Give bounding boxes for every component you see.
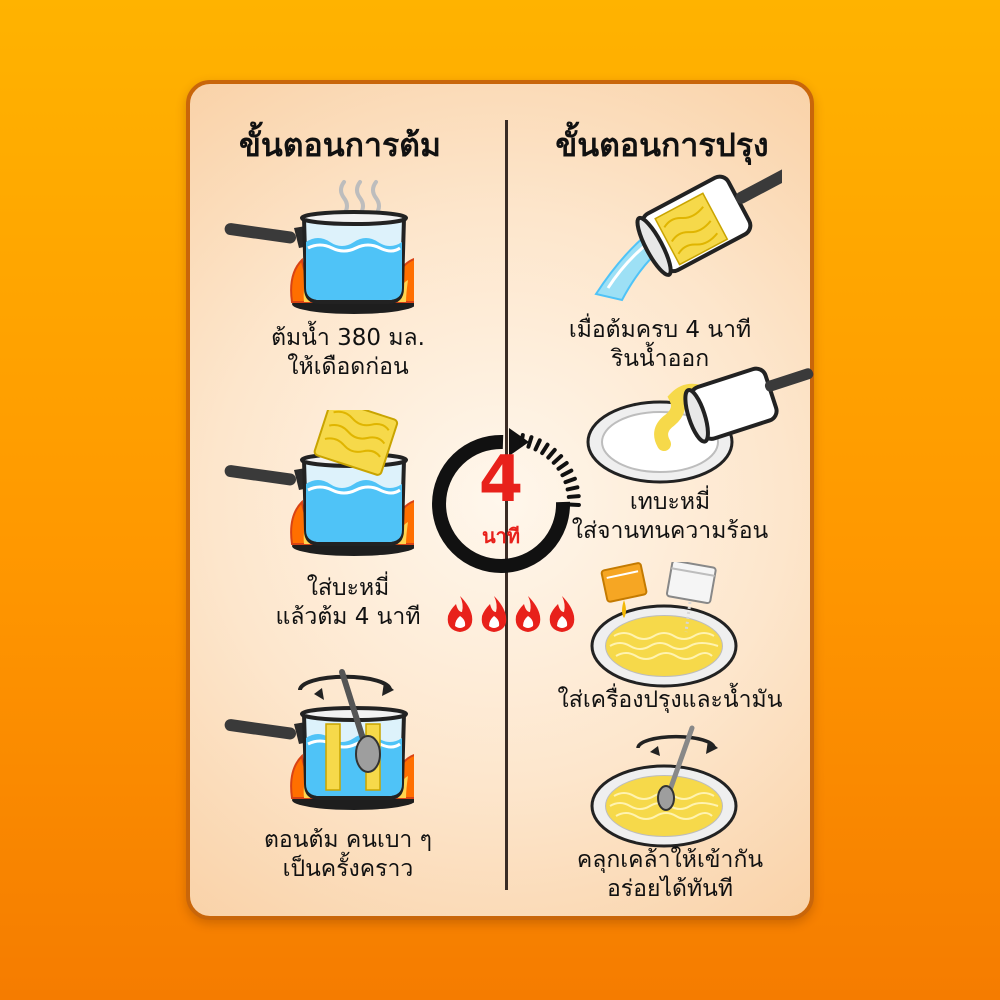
prep-step-2-caption: เทบะหมี่ ใส่จานทนความร้อน [520, 488, 820, 546]
boil-step-3-line-1: ตอนต้ม คนเบา ๆ [263, 827, 433, 853]
timer-tick [551, 454, 564, 465]
flame-icon [549, 596, 575, 632]
prep-step-2-line-2: ใส่จานทนความร้อน [571, 518, 769, 544]
heat-level-flames [447, 596, 575, 632]
boil-step-2-caption: ใส่บะหมี่ แล้วต้ม 4 นาที [198, 574, 498, 632]
timer-tick [566, 494, 581, 499]
prep-step-1-caption: เมื่อต้มครบ 4 นาที รินน้ำออก [510, 316, 810, 374]
stirring-pot-icon [221, 669, 414, 811]
prep-step-1-line-1: เมื่อต้มครบ 4 นาที [568, 317, 752, 343]
timer-tick [540, 442, 550, 456]
prep-step-4-caption: คลุกเคล้าให้เข้ากัน อร่อยได้ทันที [520, 846, 820, 904]
prep-step-3-line-1: ใส่เครื่องปรุงและน้ำมัน [557, 687, 783, 713]
boil-section-title: ขั้นตอนการต้ม [238, 126, 442, 164]
mixing-plate-icon [590, 725, 738, 848]
timer-tick [546, 447, 557, 460]
prep-step-4-line-2: อร่อยได้ทันที [606, 876, 733, 902]
draining-pot-icon [594, 167, 782, 302]
boil-step-3-line-2: เป็นครั้งคราว [282, 856, 414, 882]
flame-icon [515, 596, 541, 632]
prep-step-4-line-1: คลุกเคล้าให้เข้ากัน [576, 847, 764, 873]
pouring-noodles-plate-icon [586, 366, 814, 484]
boil-step-1-caption: ต้มน้ำ 380 มล. ให้เดือดก่อน [198, 324, 498, 382]
flame-icon [447, 596, 473, 632]
seasoning-plate-icon [590, 562, 738, 688]
boiling-pot-icon [221, 180, 414, 315]
timer-label: 4 นาที [431, 420, 571, 580]
timer-unit: นาที [481, 524, 521, 548]
pot-with-noodles-icon [221, 410, 414, 557]
prep-section-title: ขั้นตอนการปรุง [555, 126, 769, 164]
boil-step-1-line-2: ให้เดือดก่อน [287, 354, 409, 380]
prep-step-2-line-1: เทบะหมี่ [629, 489, 711, 515]
timer-tick [565, 485, 580, 492]
column-divider [505, 120, 508, 890]
boil-step-3-caption: ตอนต้ม คนเบา ๆ เป็นครั้งคราว [198, 826, 498, 884]
timer-tick [519, 433, 525, 447]
timer-tick [526, 435, 534, 449]
timer-tick [556, 460, 569, 471]
prep-step-3-caption: ใส่เครื่องปรุงและน้ำมัน [520, 686, 820, 715]
timer-tick [563, 476, 577, 485]
timer-number: 4 [478, 443, 524, 517]
boil-step-2-line-2: แล้วต้ม 4 นาที [275, 604, 421, 630]
prep-step-1-line-2: รินน้ำออก [610, 346, 710, 372]
timer-icon [432, 428, 581, 573]
timer-tick [560, 468, 574, 478]
timer-ticks [519, 433, 581, 507]
flame-icon [481, 596, 507, 632]
boil-step-2-line-1: ใส่บะหมี่ [306, 575, 390, 601]
instruction-card: ขั้นตอนการต้ม ขั้นตอนการปรุง ต้มน้ำ 380 … [186, 80, 814, 920]
boil-step-1-line-1: ต้มน้ำ 380 มล. [271, 325, 425, 351]
timer-tick [533, 438, 542, 452]
